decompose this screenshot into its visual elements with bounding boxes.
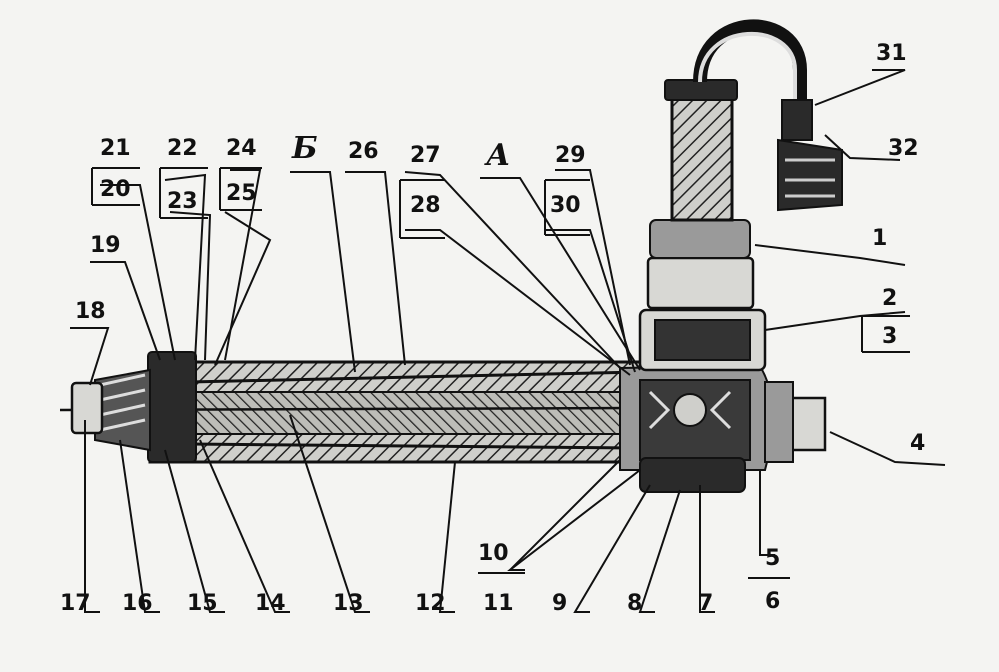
label-13: 13: [333, 591, 364, 616]
label-1: 1: [872, 226, 887, 251]
label-4: 4: [910, 431, 925, 456]
label-23: 23: [167, 189, 198, 214]
lower-collar: [639, 457, 746, 493]
label-25: 25: [226, 181, 257, 206]
label-2: 2: [882, 286, 897, 311]
label-22: 22: [167, 136, 198, 161]
label-27: 27: [410, 143, 441, 168]
label-B: Б: [291, 131, 318, 166]
label-11: 11: [483, 591, 514, 616]
label-32: 32: [888, 136, 919, 161]
label-8: 8: [627, 591, 642, 616]
label-20: 20: [100, 177, 131, 202]
label-21: 21: [100, 136, 131, 161]
label-14: 14: [255, 591, 286, 616]
label-19: 19: [90, 233, 121, 258]
label-10: 10: [478, 541, 509, 566]
label-24: 24: [226, 136, 257, 161]
hex-nut: [649, 219, 751, 259]
label-30: 30: [550, 193, 581, 218]
riser-top: [664, 79, 738, 101]
right-fitting: [788, 396, 827, 452]
inner-rod: [189, 391, 621, 435]
label-6: 6: [765, 589, 780, 614]
label-9: 9: [552, 591, 567, 616]
label-15: 15: [187, 591, 218, 616]
label-3: 3: [882, 324, 897, 349]
nozzle-tip: [70, 381, 104, 435]
label-16: 16: [122, 591, 153, 616]
pipe-clamp: [781, 99, 813, 141]
label-18: 18: [75, 299, 106, 324]
pipe-fitting: [777, 138, 843, 212]
leader-lines: [70, 69, 946, 613]
label-28: 28: [410, 193, 441, 218]
part-labels: 31 32 1 2 3 4 5 6 7 8 9 10 11 12 13 14 1…: [60, 41, 925, 616]
label-A: А: [484, 138, 510, 173]
riser-tube: [670, 93, 734, 222]
injector-body: [59, 19, 843, 493]
label-26: 26: [348, 139, 379, 164]
label-29: 29: [555, 143, 586, 168]
label-7: 7: [698, 591, 713, 616]
nut-lower: [646, 256, 755, 310]
label-31: 31: [876, 41, 907, 66]
label-17: 17: [60, 591, 91, 616]
label-12: 12: [415, 591, 446, 616]
label-5: 5: [765, 546, 780, 571]
left-cap: [147, 351, 197, 463]
